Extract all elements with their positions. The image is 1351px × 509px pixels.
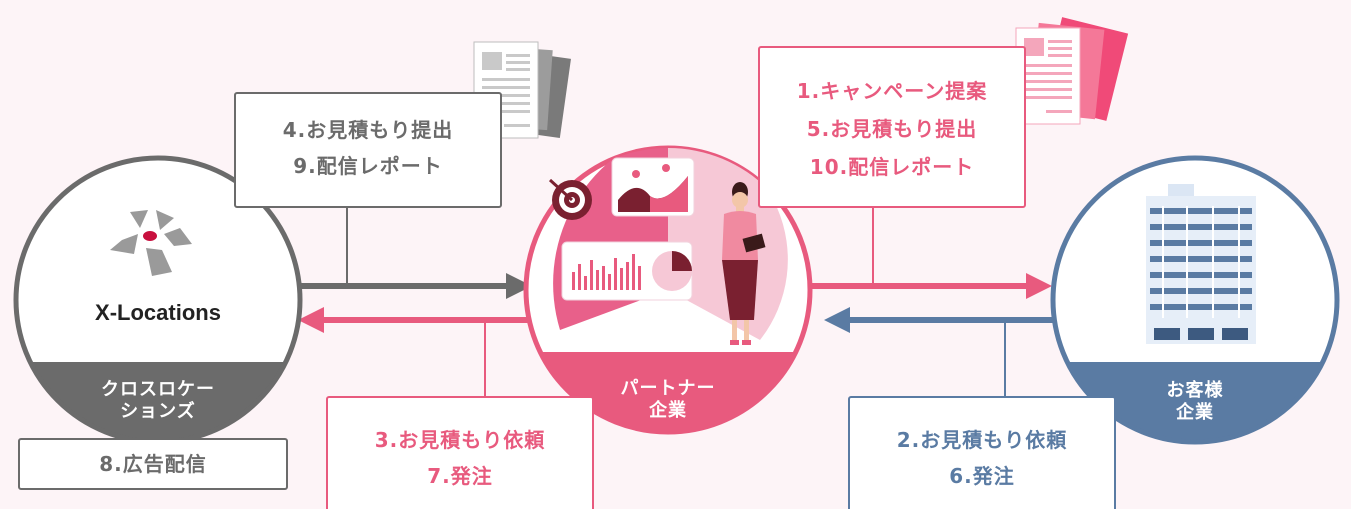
step-box-client-to-partner: 2.お見積もり依頼 6.発注 — [848, 396, 1116, 509]
step-7-label: 7.発注 — [427, 464, 493, 488]
documents-icon — [1015, 17, 1129, 125]
businesswoman-icon — [722, 182, 766, 345]
step-6-label: 6.発注 — [949, 464, 1015, 488]
xlocations-label-line1: クロスロケー — [101, 379, 215, 400]
documents-icon — [473, 41, 571, 139]
arrow-partner-to-client — [808, 273, 1052, 299]
xlocations-logo-text: X-Locations — [95, 300, 221, 325]
arrow-partner-to-xl — [298, 307, 534, 333]
partner-label-line1: パートナー — [620, 378, 716, 399]
step-9-label: 9.配信レポート — [293, 154, 443, 178]
step-1-label: 1.キャンペーン提案 — [796, 79, 988, 103]
arrow-xl-to-partner — [296, 273, 532, 299]
partner-label: パートナー 企業 — [588, 378, 748, 422]
step-2-label: 2.お見積もり依頼 — [896, 428, 1068, 452]
step-10-label: 10.配信レポート — [809, 155, 975, 179]
building-icon — [1146, 184, 1256, 344]
step-box-xl-to-partner: 4.お見積もり提出 9.配信レポート — [234, 92, 502, 208]
step-5-label: 5.お見積もり提出 — [806, 117, 978, 141]
xlocations-logo-icon — [110, 210, 192, 276]
arrow-client-to-partner — [824, 307, 1055, 333]
step-box-partner-to-xl: 3.お見積もり依頼 7.発注 — [326, 396, 594, 509]
chart-icon — [553, 148, 788, 340]
target-icon — [548, 178, 592, 220]
partner-label-line2: 企業 — [649, 400, 687, 421]
xlocations-label: クロスロケー ションズ — [58, 379, 258, 423]
step-8-label: 8.広告配信 — [99, 452, 207, 476]
step-3-label: 3.お見積もり依頼 — [374, 428, 546, 452]
client-label-line1: お客様 — [1166, 380, 1224, 401]
step-4-label: 4.お見積もり提出 — [282, 118, 454, 142]
xlocations-label-line2: ションズ — [120, 401, 196, 422]
step-box-partner-to-client: 1.キャンペーン提案 5.お見積もり提出 10.配信レポート — [758, 46, 1026, 208]
step-box-ad-delivery: 8.広告配信 — [18, 438, 288, 490]
client-label-line2: 企業 — [1176, 402, 1214, 423]
client-label: お客様 企業 — [1115, 380, 1275, 424]
